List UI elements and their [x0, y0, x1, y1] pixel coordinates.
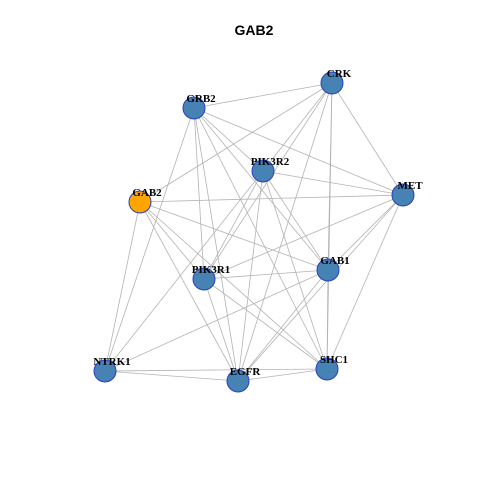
edge-grb2-pik3r1 — [193, 107, 205, 280]
node-circle-pik3r1 — [192, 267, 216, 291]
node-grb2: GRB2 — [182, 93, 216, 120]
edge-met-egfr — [237, 194, 404, 382]
node-met: MET — [391, 180, 423, 207]
edge-grb2-ntrk1 — [104, 107, 195, 372]
diagram-title: GAB2 — [235, 22, 274, 38]
edge-gab2-ntrk1 — [104, 201, 141, 372]
edge-ntrk1-egfr — [104, 370, 239, 382]
edge-crk-pik3r2 — [262, 82, 333, 172]
node-label-ntrk1: NTRK1 — [93, 356, 130, 368]
edge-gab1-egfr — [237, 269, 329, 382]
node-label-pik3r2: PIK3R2 — [251, 156, 290, 168]
edge-met-shc1 — [326, 194, 404, 370]
edge-gab2-pik3r1 — [139, 201, 205, 280]
edge-pik3r1-egfr — [203, 278, 239, 382]
edge-grb2-met — [193, 107, 404, 196]
edge-pik3r1-shc1 — [203, 278, 328, 370]
edge-pik3r2-shc1 — [262, 170, 328, 370]
node-circle-egfr — [226, 369, 250, 393]
edge-pik3r2-gab1 — [262, 170, 329, 271]
edge-ntrk1-shc1 — [104, 368, 328, 372]
node-gab2: GAB2 — [128, 187, 162, 214]
edge-gab1-shc1 — [326, 269, 329, 370]
node-label-shc1: SHC1 — [320, 354, 348, 366]
node-egfr: EGFR — [226, 366, 262, 393]
node-label-met: MET — [397, 180, 423, 192]
edge-grb2-pik3r2 — [193, 107, 264, 172]
node-crk: CRK — [320, 68, 352, 95]
edge-crk-egfr — [237, 82, 333, 382]
node-gab1: GAB1 — [316, 255, 350, 282]
node-circle-grb2 — [182, 96, 206, 120]
edge-pik3r2-met — [262, 170, 404, 196]
edge-gab1-ntrk1 — [104, 269, 329, 372]
node-label-crk: CRK — [327, 68, 352, 80]
node-shc1: SHC1 — [315, 354, 348, 381]
edge-gab2-met — [139, 194, 404, 203]
edge-met-gab1 — [327, 194, 404, 271]
node-circle-shc1 — [315, 357, 339, 381]
node-label-pik3r1: PIK3R1 — [192, 264, 231, 276]
node-label-egfr: EGFR — [230, 366, 262, 378]
node-ntrk1: NTRK1 — [93, 356, 131, 383]
edge-gab2-egfr — [139, 201, 239, 382]
edge-grb2-shc1 — [193, 107, 328, 370]
edge-grb2-egfr — [193, 107, 239, 382]
node-pik3r2: PIK3R2 — [251, 156, 290, 183]
node-label-grb2: GRB2 — [186, 93, 216, 105]
node-circle-gab1 — [316, 258, 340, 282]
edge-gab1-pik3r1 — [203, 269, 329, 280]
node-circle-gab2 — [128, 190, 152, 214]
edge-met-pik3r1 — [203, 194, 404, 280]
edge-egfr-shc1 — [237, 368, 328, 382]
node-circle-ntrk1 — [93, 359, 117, 383]
node-label-gab1: GAB1 — [320, 255, 349, 267]
edge-gab2-gab1 — [139, 201, 329, 271]
edge-crk-grb2 — [193, 82, 333, 109]
edge-pik3r2-pik3r1 — [203, 170, 264, 280]
edge-crk-met — [331, 82, 404, 196]
edge-pik3r2-ntrk1 — [104, 170, 264, 372]
node-pik3r1: PIK3R1 — [192, 264, 231, 291]
edge-gab2-shc1 — [139, 201, 328, 370]
node-circle-met — [391, 183, 415, 207]
node-circle-crk — [320, 71, 344, 95]
edge-crk-gab2 — [139, 82, 333, 203]
node-circle-pik3r2 — [251, 159, 275, 183]
edge-layer — [104, 82, 404, 382]
node-label-gab2: GAB2 — [132, 187, 162, 199]
